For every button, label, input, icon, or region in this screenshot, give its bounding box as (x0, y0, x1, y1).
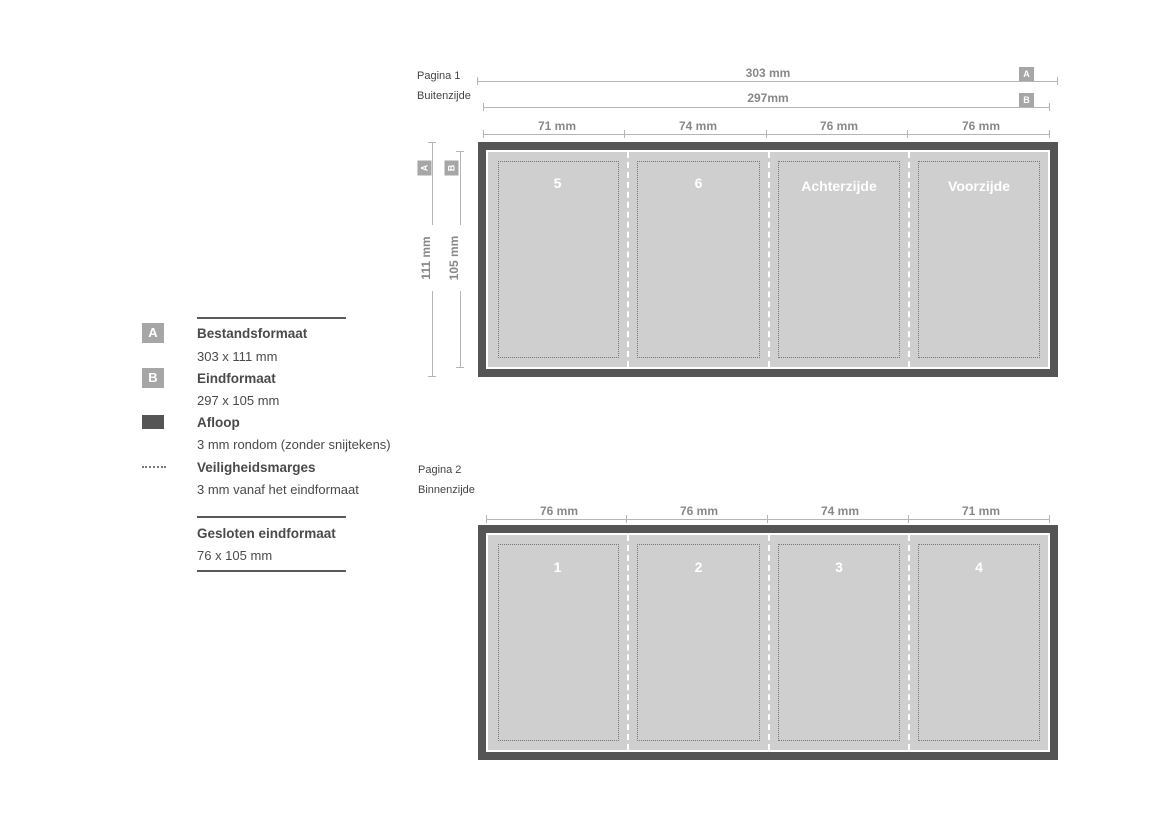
fold-line (768, 535, 770, 750)
bleed-swatch (142, 415, 164, 429)
panel-width-tick (908, 515, 909, 523)
panel-width-label: 74 mm (802, 504, 878, 518)
page2-panel: 4 (910, 535, 1048, 750)
final-format-title: Eindformaat (197, 371, 276, 386)
width-a-tick-right (1057, 77, 1058, 85)
height-b-tick-top (456, 151, 464, 152)
panel-width-tick (1049, 515, 1050, 523)
file-format-value: 303 x 111 mm (197, 349, 278, 364)
panel-width-label: 71 mm (943, 504, 1019, 518)
panel-label: 6 (694, 175, 703, 191)
safety-margin (498, 161, 619, 358)
page2-label: Pagina 2 (418, 464, 462, 476)
page2-sublabel: Binnenzijde (418, 484, 475, 496)
panel-label: Voorzijde (948, 178, 1010, 194)
height-b-badge: B (444, 160, 459, 176)
closed-format-value: 76 x 105 mm (197, 548, 273, 563)
page1-panel: Achterzijde (770, 152, 908, 367)
safety-margin-title: Veiligheidsmarges (197, 460, 316, 475)
safety-margin-swatch (142, 466, 166, 468)
height-a-tick-bottom (428, 376, 436, 377)
panel-width-label: 74 mm (660, 119, 736, 133)
panel-label: 4 (975, 559, 983, 575)
width-b-tick-left (483, 103, 484, 111)
legend-top-rule (197, 317, 346, 319)
page1-trim-area: 5 6 Achterzijde Voorzijde (486, 150, 1050, 369)
fold-line (908, 152, 910, 367)
height-b-tick-bottom (456, 367, 464, 368)
safety-margin (637, 544, 760, 741)
fold-line (908, 535, 910, 750)
width-a-tick-left (477, 77, 478, 85)
width-a-badge: A (1019, 67, 1034, 81)
page1-panel: 6 (629, 152, 768, 367)
width-b-line (483, 107, 1049, 108)
width-b-badge: B (1019, 93, 1034, 107)
height-a-label: 111 mm (419, 225, 433, 291)
file-format-badge: A (142, 323, 164, 343)
height-a-badge: A (417, 160, 432, 176)
panel-width-tick (907, 130, 908, 138)
height-b-label: 105 mm (447, 225, 461, 291)
height-a-tick-top (428, 142, 436, 143)
width-a-line (477, 81, 1057, 82)
page1-sublabel: Buitenzijde (417, 90, 471, 102)
panel-width-tick (767, 515, 768, 523)
safety-margin (918, 544, 1040, 741)
width-b-tick-right (1049, 103, 1050, 111)
safety-margin (918, 161, 1040, 358)
fold-line (627, 152, 629, 367)
closed-format-title: Gesloten eindformaat (197, 526, 336, 541)
panel-width-label: 76 mm (801, 119, 877, 133)
panel-width-tick (626, 515, 627, 523)
page2-panel: 2 (629, 535, 768, 750)
safety-margin-value: 3 mm vanaf het eindformaat (197, 482, 359, 497)
legend-bottom-rule (197, 570, 346, 572)
panel-width-label: 76 mm (661, 504, 737, 518)
page2-panel: 1 (488, 535, 627, 750)
page1-panel: Voorzijde (910, 152, 1048, 367)
width-b-label: 297mm (735, 91, 801, 105)
panel-width-label: 76 mm (943, 119, 1019, 133)
page1-label: Pagina 1 (417, 70, 461, 82)
bleed-title: Afloop (197, 415, 240, 430)
panel-width-tick (1049, 130, 1050, 138)
file-format-title: Bestandsformaat (197, 326, 308, 341)
final-format-badge: B (142, 368, 164, 388)
fold-line (627, 535, 629, 750)
panel-label: 5 (553, 175, 562, 191)
safety-margin (637, 161, 760, 358)
final-format-value: 297 x 105 mm (197, 393, 280, 408)
safety-margin (778, 544, 900, 741)
panel-width-tick (624, 130, 625, 138)
safety-margin (778, 161, 900, 358)
panel-width-line (486, 519, 1050, 520)
panel-label: 3 (835, 559, 843, 575)
panel-width-tick (483, 130, 484, 138)
panel-label: Achterzijde (801, 178, 877, 194)
fold-line (768, 152, 770, 367)
safety-margin (498, 544, 619, 741)
legend-mid-rule (197, 516, 346, 518)
page2-trim-area: 1 2 3 4 (486, 533, 1050, 752)
panel-width-tick (486, 515, 487, 523)
bleed-value: 3 mm rondom (zonder snijtekens) (197, 437, 391, 452)
width-a-label: 303 mm (735, 66, 801, 80)
page2-panel: 3 (770, 535, 908, 750)
panel-width-tick (766, 130, 767, 138)
panel-width-label: 76 mm (521, 504, 597, 518)
panel-label: 1 (553, 559, 562, 575)
page1-panel: 5 (488, 152, 627, 367)
panel-width-label: 71 mm (519, 119, 595, 133)
panel-label: 2 (694, 559, 703, 575)
